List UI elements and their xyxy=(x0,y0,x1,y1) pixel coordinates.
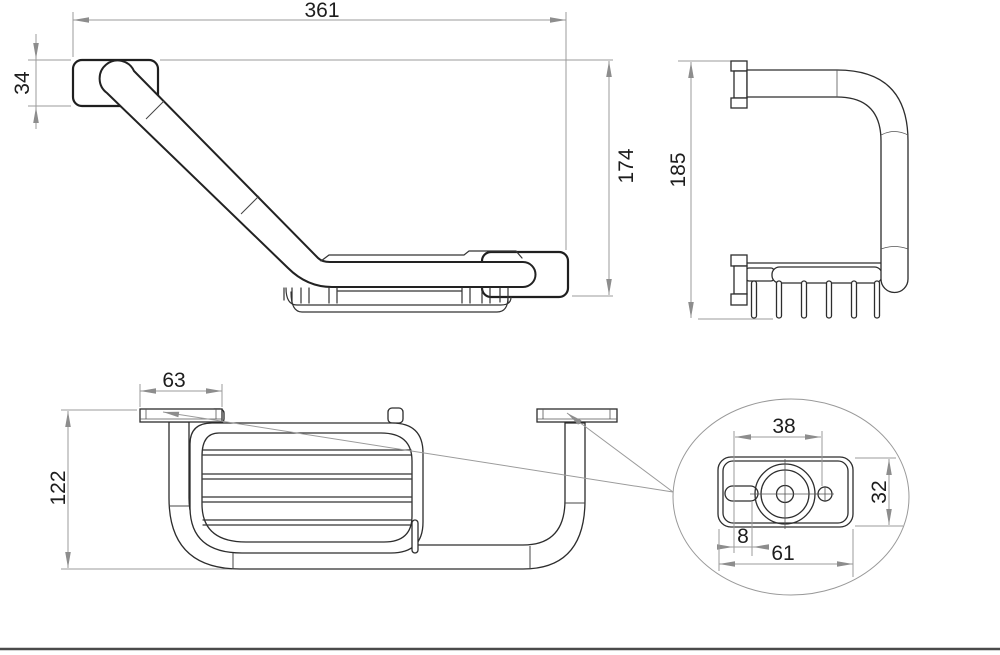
side-elevation-view: 185 xyxy=(667,60,909,320)
dim-label-overall-width: 361 xyxy=(304,0,339,22)
tube-break-line xyxy=(880,246,909,250)
dimension-plate-height: 32 xyxy=(855,457,903,527)
wall-plate-lower-side xyxy=(730,254,748,306)
mount-detail-view: 38 32 8 61 xyxy=(672,398,910,596)
front-elevation-view: 361 34 174 xyxy=(11,0,638,313)
shelf-bracket xyxy=(745,267,775,282)
grab-bar-tube-side xyxy=(746,69,909,294)
dimension-overall-width: 361 xyxy=(72,0,567,250)
tube-break-tick xyxy=(145,100,165,120)
mount-plate-inner xyxy=(722,460,849,524)
dimension-drop-height: 174 xyxy=(572,61,638,297)
basket-side-wire xyxy=(411,519,419,554)
dimension-hole-spacing: 38 xyxy=(733,415,823,553)
dim-label-drop-height: 174 xyxy=(615,148,638,183)
tube-break-tick xyxy=(240,195,260,215)
dimension-overall-height: 185 xyxy=(667,60,773,320)
dim-label-plate-height: 32 xyxy=(868,480,891,503)
dimension-mount-height: 34 xyxy=(11,34,613,129)
detail-leader-line xyxy=(162,411,674,493)
dim-label-mount-height: 34 xyxy=(11,71,34,95)
soap-basket-front xyxy=(283,287,512,313)
dim-label-hole-spacing: 38 xyxy=(772,415,795,438)
mount-slot xyxy=(724,485,759,502)
detail-leader-line xyxy=(566,412,674,493)
tube-break-line xyxy=(880,131,909,136)
detail-bubble xyxy=(672,398,910,596)
plan-view: 63 122 xyxy=(47,369,674,570)
grab-bar-tube xyxy=(98,59,537,288)
basket-hook-tab-right xyxy=(387,407,404,424)
wall-plate-left-plan xyxy=(139,408,223,423)
wall-plate-upper-side xyxy=(730,60,748,109)
dim-label-overall-height: 185 xyxy=(667,152,690,187)
dim-label-overall-depth: 122 xyxy=(47,470,70,505)
dim-label-plate-width: 61 xyxy=(771,542,794,565)
basket-rim-line xyxy=(320,250,523,262)
dimension-plate-width: 61 xyxy=(718,529,854,577)
basket-grid-wires xyxy=(202,449,412,526)
mount-plate-outer xyxy=(717,456,854,528)
dim-label-slot-length: 8 xyxy=(737,525,749,548)
dimension-mount-width: 63 xyxy=(139,369,223,407)
dimension-slot-length: 8 xyxy=(717,501,769,556)
soap-basket-outer xyxy=(189,422,424,554)
soap-basket-inner xyxy=(201,432,413,543)
dim-label-mount-width: 63 xyxy=(162,369,185,392)
dimension-overall-depth: 122 xyxy=(47,409,232,570)
basket-prongs xyxy=(750,280,881,319)
shelf-bar-side xyxy=(771,266,883,284)
